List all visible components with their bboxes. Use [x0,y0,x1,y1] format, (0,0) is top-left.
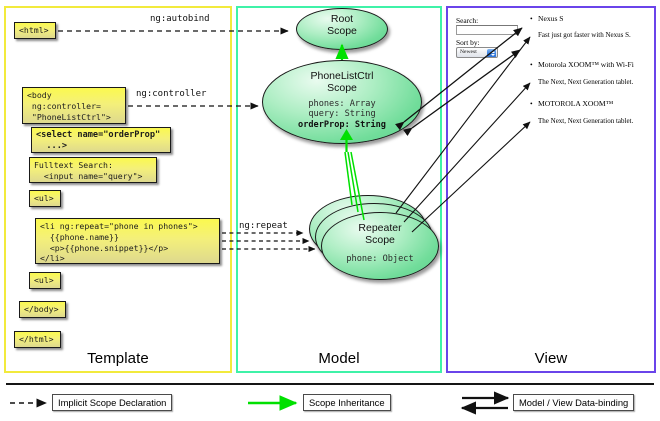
column-label-template: Template [87,350,149,367]
repeater-scope-title: Repeater Scope [321,222,439,247]
view-phone-desc-0: Fast just got faster with Nexus S. [538,31,631,39]
prop-phones: phones: Array [308,99,376,109]
legend-divider [6,383,654,385]
code-box-ul-close: <ul> [29,272,61,289]
view-phone-title-1: Motorola XOOM™ with Wi-Fi [530,60,634,70]
phonelistctrl-scope-title-line2: Scope [327,82,357,95]
root-scope-title-line2: Scope [327,25,357,38]
code-box-html-open: <html> [14,22,56,39]
root-scope-title: Root Scope [296,13,388,38]
view-sort-selected-value: Newest [460,49,477,55]
legend-arrow-double-black [460,391,510,415]
phonelistctrl-scope-title: PhoneListCtrl Scope [262,70,422,95]
prop-phone: phone: Object [346,254,414,264]
column-label-view: View [534,350,568,367]
code-box-html-close: </html> [14,331,61,348]
view-sort-select[interactable]: Newest [456,47,498,58]
legend-label-implicit-scope-declaration: Implicit Scope Declaration [52,394,173,411]
chevron-updown-icon[interactable] [487,49,496,57]
view-sort-label: Sort by: [456,38,480,47]
code-box-ul-open: <ul> [29,190,61,207]
connector-label-controller: ng:controller [136,89,207,99]
repeater-scope-title-line1: Repeater [358,222,402,234]
view-phone-title-0: Nexus S [530,14,563,24]
phonelistctrl-scope-title-line1: PhoneListCtrl [310,70,374,82]
view-search-label: Search: [456,16,479,25]
connector-label-autobind: ng:autobind [150,14,210,24]
code-box-select-orderprop: <select name="orderProp" ...> [31,127,171,153]
view-phone-desc-1: The Next, Next Generation tablet. [538,78,634,86]
prop-orderprop: orderProp: String [298,119,386,130]
view-phone-desc-2: The Next, Next Generation tablet. [538,117,634,125]
root-scope-title-line1: Root [330,13,354,25]
prop-query: query: String [308,109,376,120]
code-box-body-close: </body> [19,301,66,318]
view-phone-title-2: MOTOROLA XOOM™ [530,99,613,109]
connector-label-repeat: ng:repeat [239,221,288,231]
code-box-li-ngrepeat: <li ng:repeat="phone in phones"> {{phone… [35,218,220,264]
code-box-body-open: <body ng:controller= "PhoneListCtrl"> [22,87,126,124]
code-box-fulltext-search: Fulltext Search: <input name="query"> [29,157,157,183]
column-label-model: Model [318,350,360,367]
repeater-scope-title-line2: Scope [365,234,395,247]
legend-label-scope-inheritance: Scope Inheritance [303,394,391,411]
view-search-input[interactable] [456,25,518,35]
repeater-scope-props: phone: Object [321,254,439,264]
legend-label-model-view-data-binding: Model / View Data-binding [513,394,635,411]
phonelistctrl-scope-props: phones: Array query: String orderProp: S… [262,99,422,130]
